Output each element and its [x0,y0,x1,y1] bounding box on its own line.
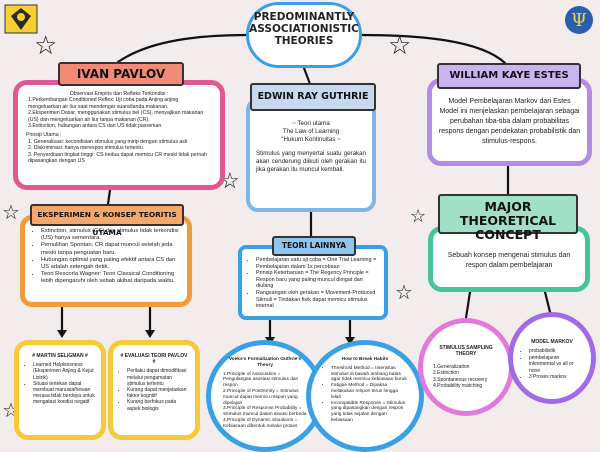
eksperimen-item: Extinction, stimulus (CS) dan stimulus t… [41,228,179,242]
pavlov-principle: 1. Generalisasi: kecondisian stimulus ya… [28,138,188,145]
martin-item: Situasi tertekan dapat membuat manusia/h… [33,381,95,406]
markov-item: 3 Proses markov [529,374,583,380]
major-text: Sebuah konsep mengenai stimulus dan resp… [447,252,571,269]
eksperimen-panel: Extinction, stimulus (CS) dan stimulus t… [20,215,192,307]
estes-panel: Model Pembelajaran Markov dari Estes Mod… [427,78,592,166]
svg-text:Ψ: Ψ [571,10,587,31]
star-icon: ☆ [388,30,412,60]
martin-item: Learned Helplessness (Eksperimen Anjing … [33,362,95,381]
voeks-item: 4.Principle of Dynamic Situations = Kebi… [223,417,298,429]
psychology-logo: Ψ [562,4,596,34]
voeks-item: 2.Principle of Postremity = Stimulus mun… [223,388,299,406]
title-line: ASSOCIATIONISTIC [249,23,359,35]
star-icon: ☆ [395,282,413,304]
sampling-item: 2.Extinction [433,370,459,377]
break-habits-item: Threshold Method = Intensitas stimulus d… [331,366,407,383]
markov-item: probabilistik [529,348,583,354]
pavlov-principle-title: Prinsip Utama : [26,132,62,139]
evaluasi-item: Perilaku dapat dimodifikasi melalui peng… [127,368,189,387]
guthrie-line: "Hukum Kontinuitas ~ [281,136,341,143]
guthrie-heading: EDWIN RAY GUTHRIE [250,83,376,111]
guthrie-text: Stimulus yang menyertai suatu gerakan ak… [256,150,366,173]
pavlov-heading: IVAN PAVLOV [58,62,184,86]
martin-seligman-panel: # MARTIN SELIGMAN # Learned Helplessness… [14,340,106,440]
pavlov-item: 1.Perkembangan Conditioned Reflex: Uji c… [28,97,179,110]
pavlov-panel: Observasi Empiris dan Refleks Terkondisi… [13,80,225,190]
guthrie-line: The Law of Learning [282,128,340,135]
teori-item: Rangsangan oleh gerakan = Movement-Produ… [256,290,378,310]
sampling-item: 3.Spontaneous recovery [433,376,488,383]
voeks-circle: Voeks's Formalization Guthrie's Theory 1… [206,340,324,452]
university-logo [4,4,38,34]
pavlov-principle: 3. Penyerdiaan tingkat tinggi: CS kedua … [28,151,208,165]
pavlov-item: 3.Extinction, hubungan antara CS dan US … [28,123,163,130]
major-heading: MAJOR THEORETICAL CONCEPT [438,194,578,242]
guthrie-panel: ~ Teori utama The Law of Learning "Hukum… [246,98,376,212]
star-icon: ☆ [34,30,58,60]
break-habits-title: How to Break Habits [341,357,389,362]
evaluasi-panel: # EVALUASI TEORI PAVLOV # Perilaku dapat… [108,340,200,440]
break-habits-item: Fatigue Method = Dipaksa melakukan respo… [331,383,407,400]
break-habits-circle: How to Break Habits Threshold Method = I… [306,340,424,452]
teori-item: Prinsip Keterbaruan = The Regency Princi… [256,270,378,290]
estes-heading: WILLIAM KAYE ESTES [437,63,581,89]
title-line: THEORIES [274,35,334,47]
sampling-title: STIMULUS SAMPLING THEORY [439,345,493,358]
eksperimen-item: Hubungan optimal yang paling efektif ant… [41,257,179,271]
martin-title: # MARTIN SELIGMAN # [32,353,88,359]
teori-lainnya-heading: TEORI LAINNYA [272,236,356,256]
star-icon: ☆ [2,202,20,224]
estes-text: Model Pembelajaran Markov dari Estes Mod… [438,98,581,145]
pavlov-item: 2.Eksperimen Dasar, menggunakan stimulus… [28,110,204,123]
eksperimen-heading: EKSPERIMEN & KONSEP TEORITIS UTAMA [30,204,184,237]
stimulus-sampling-circle: STIMULUS SAMPLING THEORY 1.Generalizatio… [418,318,514,416]
model-markov-circle: MODEL MARKOV probabilistik pembelajaran … [508,312,596,404]
title-line: PREDOMINANTLY [253,11,355,23]
voeks-item: 1.Principle of Association = Pengulangan… [223,371,299,389]
eksperimen-item: Teori Rescorla Wagner: Teori Classical C… [41,271,179,285]
break-habits-item: Incompatible Response = Stimulus yang di… [331,401,407,424]
voeks-item: 3.Principle of Response Probability = St… [223,406,307,418]
main-title: PREDOMINANTLY ASSOCIATIONISTIC THEORIES [246,2,362,68]
teori-lainnya-panel: Pembelajaran satu uji coba = One Trial L… [238,245,388,320]
star-icon: ☆ [410,206,427,226]
markov-title: MODEL MARKOV [531,339,573,345]
teori-item: Pembelajaran satu uji coba = One Trial L… [256,257,378,270]
major-heading-line: MAJOR THEORETICAL [459,199,557,228]
major-concept-panel: Sebuah konsep mengenai stimulus dan resp… [428,226,590,292]
sampling-item: 1.Generalization [433,363,470,370]
voeks-title: Voeks's Formalization Guthrie's Theory [228,357,302,368]
evaluasi-title: # EVALUASI TEORI PAVLOV # [120,353,188,366]
evaluasi-item: Kurang dapat menjelaskan faktor kognitif [127,387,189,399]
evaluasi-item: Kurang berfokus pada aspek biologis [127,399,189,411]
markov-item: pembelajaran inkremental vs all or none [529,355,583,374]
guthrie-line: ~ Teori utama [292,120,330,127]
major-heading-line: CONCEPT [475,227,541,242]
pavlov-principle: 2. Diskriminasi: hanya merespon stimulus… [28,145,143,152]
pavlov-subtitle: Observasi Empiris dan Refleks Terkondisi… [69,91,169,97]
sampling-item: 4.Probability matching [433,383,483,390]
eksperimen-item: Pemulihan Spontan, CR dapat muncul setel… [41,242,179,256]
